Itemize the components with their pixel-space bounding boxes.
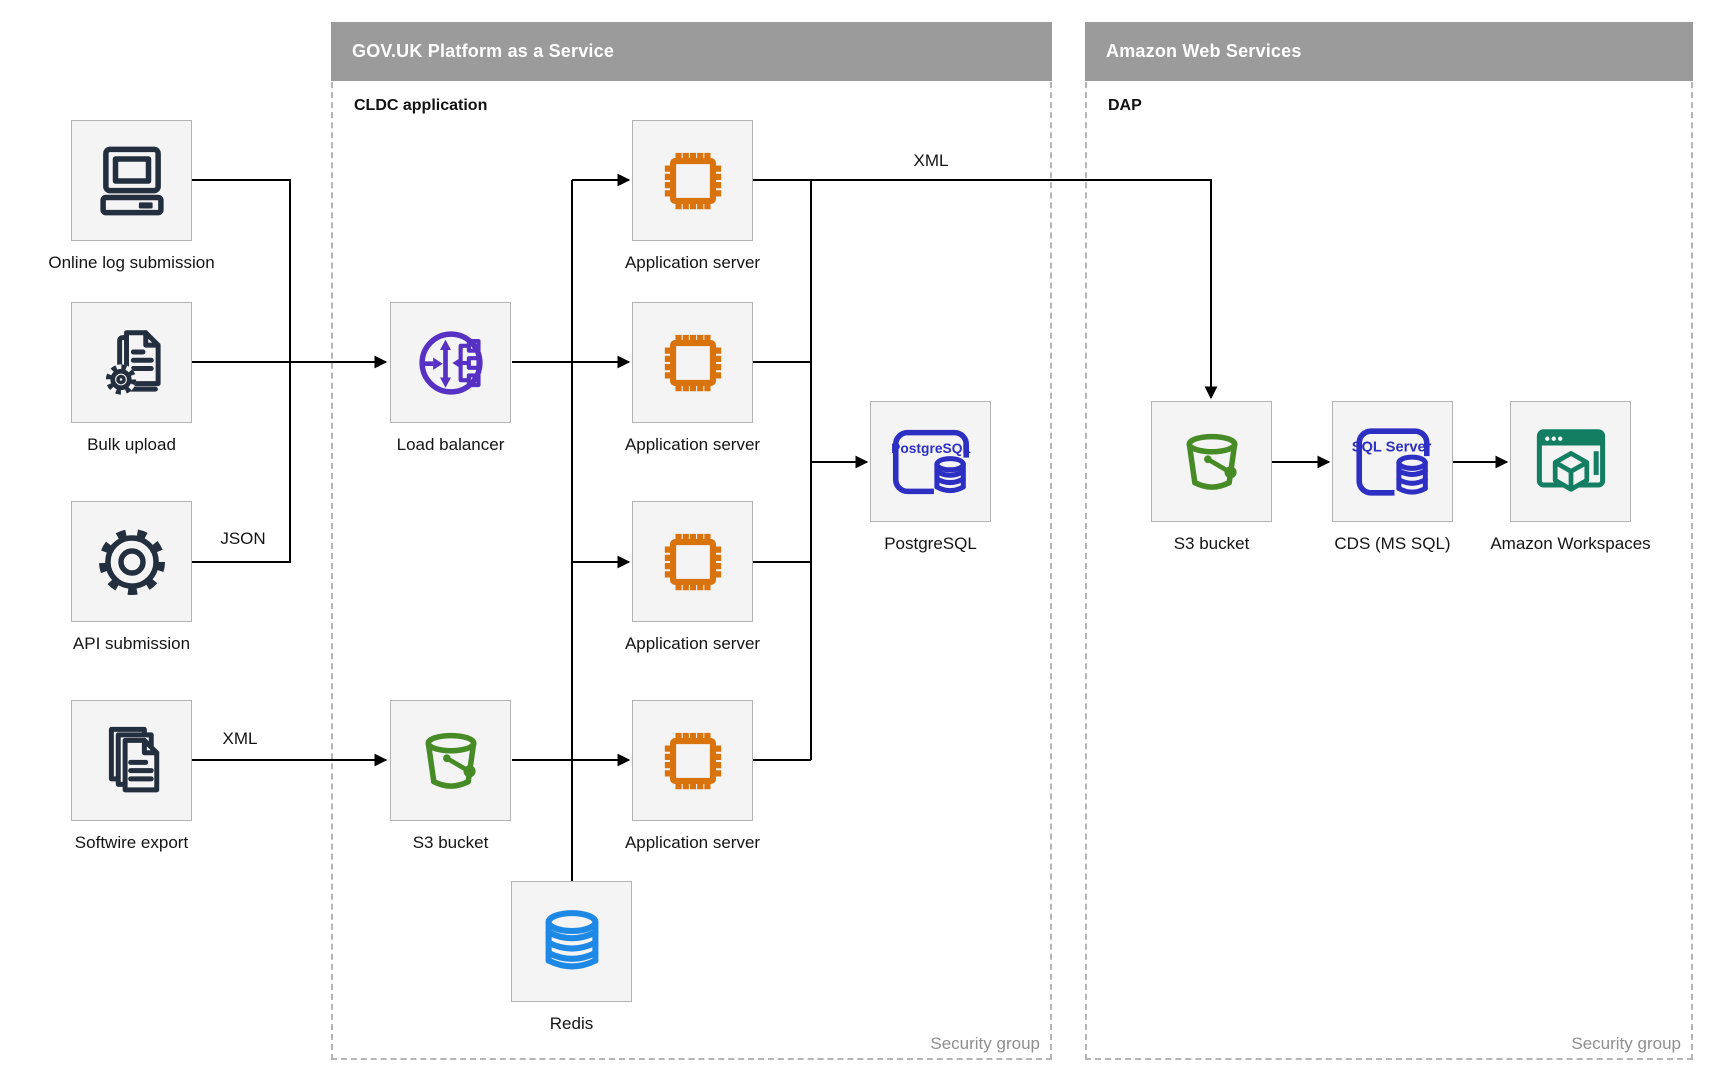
s3-bucket-aws-node: [1151, 401, 1272, 522]
xml-aws-edge-label: XML: [913, 151, 949, 170]
sql-server-icon: SQL Server: [1351, 427, 1431, 497]
application-server-4-node: [632, 700, 753, 821]
postgresql-label: PostgreSQL: [884, 534, 977, 553]
govuk-paas-title: GOV.UK Platform as a Service: [352, 41, 615, 61]
dap-label: DAP: [1108, 97, 1142, 114]
softwire-export-label: Softwire export: [74, 833, 189, 852]
s3-bucket-icon: [425, 732, 476, 789]
amazon-workspaces-label: Amazon Workspaces: [1490, 534, 1651, 553]
aws-security-group-label: Security group: [1571, 1034, 1681, 1053]
application-server-2-node: [632, 302, 753, 423]
aws-header: Amazon Web Services: [1085, 22, 1693, 81]
redis-database-icon: [545, 909, 598, 969]
s3-bucket-aws-label: S3 bucket: [1173, 534, 1250, 553]
s3-bucket-icon: [1186, 433, 1237, 490]
application-server-4-label: Application server: [624, 833, 761, 852]
govuk-paas-container: GOV.UK Platform as a Service CLDC applic…: [331, 22, 1052, 1060]
online-log-submission-node: [71, 120, 192, 241]
chip-icon: [664, 334, 721, 391]
document-gear-icon: [105, 329, 161, 395]
cds-label: CDS (MS SQL): [1334, 534, 1451, 553]
redis-label: Redis: [549, 1014, 594, 1033]
sql-server-icon-text: SQL Server: [1351, 439, 1431, 455]
application-server-1-node: [632, 120, 753, 241]
application-server-1-label: Application server: [624, 253, 761, 272]
gear-icon: [98, 528, 165, 595]
bulk-upload-node: [71, 302, 192, 423]
amazon-workspaces-node: [1510, 401, 1631, 522]
chip-icon: [664, 152, 721, 209]
application-server-3-label: Application server: [624, 634, 761, 653]
api-submission-label: API submission: [72, 634, 191, 653]
govuk-paas-header: GOV.UK Platform as a Service: [331, 22, 1052, 81]
load-balancer-node: [390, 302, 511, 423]
xml-softwire-edge-label: XML: [222, 729, 258, 748]
application-server-2-label: Application server: [624, 435, 761, 454]
chip-icon: [664, 533, 721, 590]
s3-bucket-govuk-node: [390, 700, 511, 821]
load-balancer-icon: [418, 330, 483, 395]
chip-icon: [664, 732, 721, 789]
api-submission-node: [71, 501, 192, 622]
application-server-3-node: [632, 501, 753, 622]
bulk-upload-label: Bulk upload: [87, 435, 176, 454]
cds-sql-server-node: SQL Server: [1332, 401, 1453, 522]
redis-node: [511, 881, 632, 1002]
postgresql-icon-text: PostgreSQL: [891, 441, 971, 456]
computer-icon: [99, 146, 164, 215]
aws-title: Amazon Web Services: [1106, 41, 1302, 61]
postgresql-node: PostgreSQL: [870, 401, 991, 522]
json-edge-label: JSON: [220, 529, 266, 548]
workspaces-icon: [1536, 428, 1605, 492]
aws-container: Amazon Web Services DAP: [1085, 22, 1693, 1060]
govuk-security-group-label: Security group: [930, 1034, 1040, 1053]
s3-bucket-govuk-label: S3 bucket: [412, 833, 489, 852]
online-log-submission-label: Online log submission: [48, 253, 215, 272]
documents-stack-icon: [108, 726, 159, 792]
softwire-export-node: [71, 700, 192, 821]
cldc-application-label: CLDC application: [354, 97, 488, 114]
postgresql-icon: PostgreSQL: [891, 429, 971, 496]
load-balancer-label: Load balancer: [396, 435, 505, 454]
